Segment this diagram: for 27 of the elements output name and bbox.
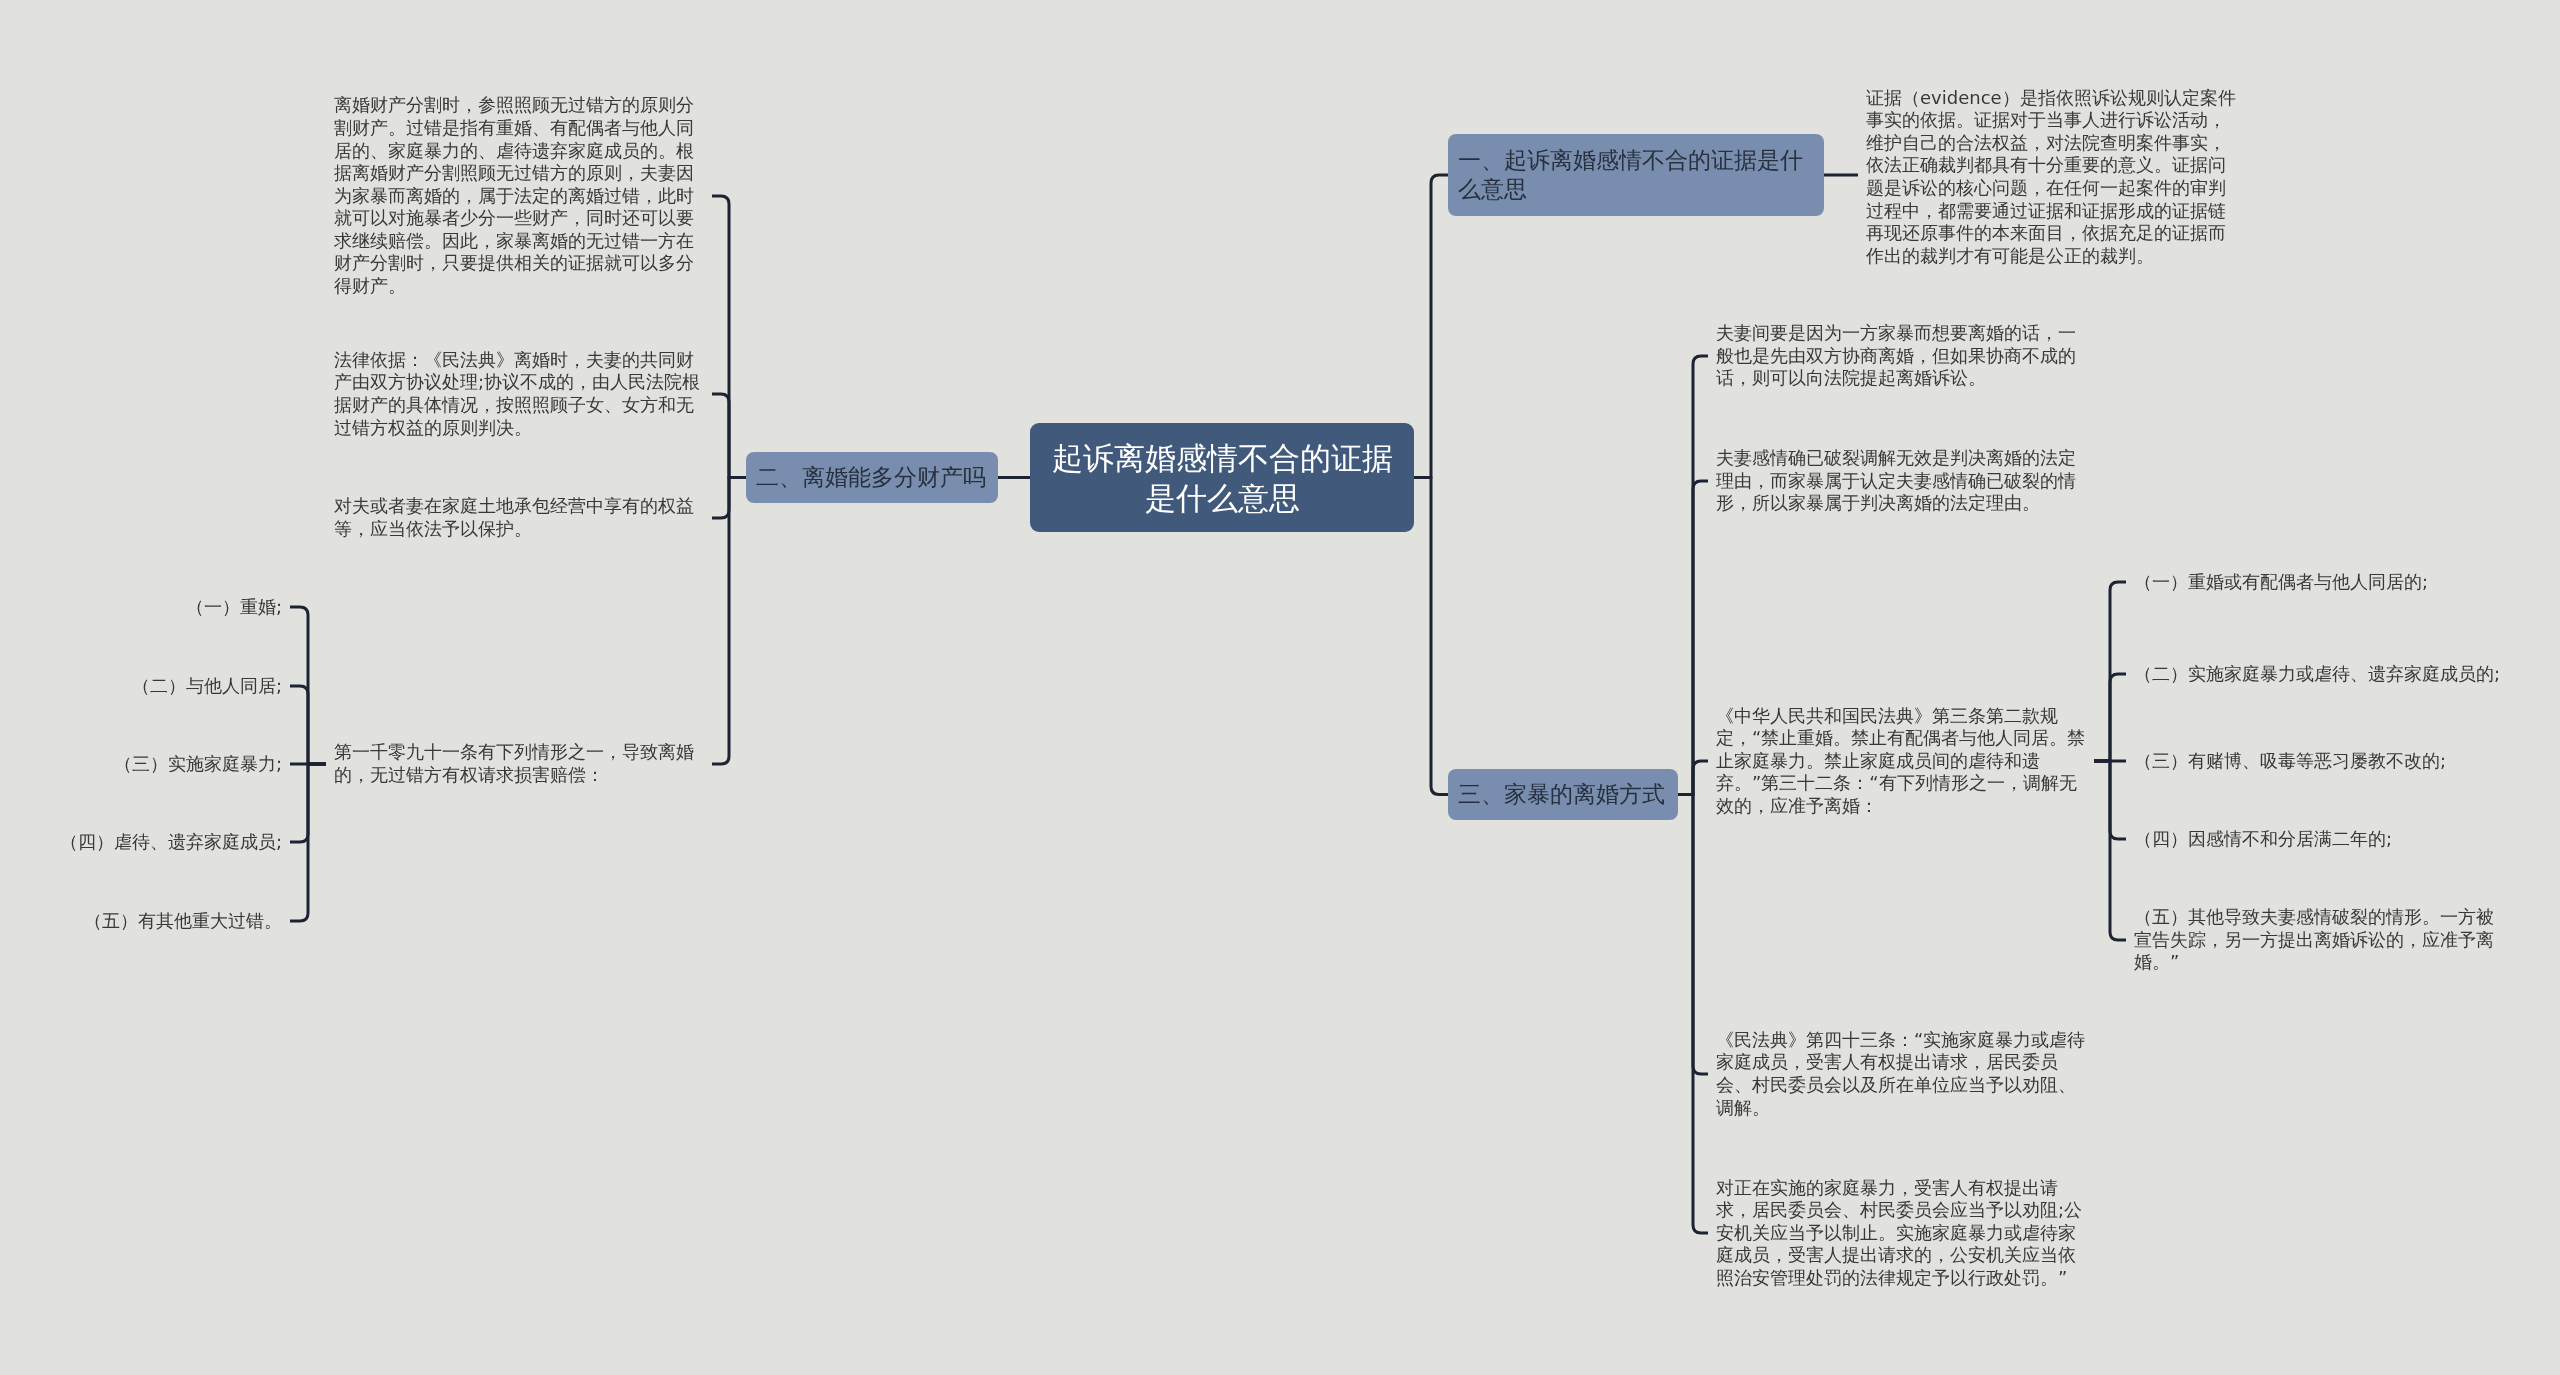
central-topic-box: 起诉离婚感情不合的证据是什么意思 [1030, 423, 1414, 532]
list-item-text: （三）实施家庭暴力; [20, 752, 290, 776]
connector-line [1678, 793, 1708, 1235]
topic-box: 二、离婚能多分财产吗 [746, 452, 998, 503]
list-item-text: （二）实施家庭暴力或虐待、遗弃家庭成员的; [2126, 662, 2512, 686]
connector-line [1824, 173, 1858, 177]
list-item-text: （一）重婚或有配偶者与他人同居的; [2126, 570, 2512, 594]
topic-box: 三、家暴的离婚方式 [1448, 769, 1678, 820]
note-text: 夫妻间要是因为一方家暴而想要离婚的话，一般也是先由双方协商离婚，但如果协商不成的话，则可以向法院提起离婚诉讼。 [1708, 322, 2094, 390]
list-item-text: （五）有其他重大过错。 [20, 909, 290, 933]
list-item-text: （四）虐待、遗弃家庭成员; [20, 830, 290, 854]
list-item-text: （三）有赌博、吸毒等恶习屡教不改的; [2126, 749, 2512, 773]
note-text: 对正在实施的家庭暴力，受害人有权提出请求，居民委员会、村民委员会应当予以劝阻;公安机关应当予以制止。实施家庭暴力或虐待家庭成员，受害人提出请求的，公安机关应当依照治安管理处罚的法律规定予以行政处罚。” [1708, 1176, 2094, 1290]
list-item-text: （一）重婚; [20, 595, 290, 619]
note-text: 夫妻感情确已破裂调解无效是判决离婚的法定理由，而家暴属于认定夫妻感情确已破裂的情形，所以家暴属于判决离婚的法定理由。 [1708, 447, 2094, 515]
note-text: 法律依据：《民法典》离婚时，夫妻的共同财产由双方协议处理;协议不成的，由人民法院根据财产的具体情况，按照照顾子女、女方和无过错方权益的原则判决。 [326, 348, 712, 440]
note-text: 证据（evidence）是指依照诉讼规则认定案件事实的依据。证据对于当事人进行诉讼活动，维护自己的合法权益，对法院查明案件事实，依法正确裁判都具有十分重要的意义。证据问题是诉讼的核心问题，在任何一起案件的审判过程中，都需要通过证据和证据形成的证据链再现还原事件的本来面目，依据充足的证据而作出的裁判才有可能是公正的裁判。 [1858, 86, 2244, 268]
list-item-text: （四）因感情不和分居满二年的; [2126, 827, 2512, 851]
note-text: 对夫或者妻在家庭土地承包经营中享有的权益等，应当依法予以保护。 [326, 495, 712, 541]
note-text: 离婚财产分割时，参照照顾无过错方的原则分割财产。过错是指有重婚、有配偶者与他人同居的、家庭暴力的、虐待遗弃家庭成员的。根据离婚财产分割照顾无过错方的原则，夫妻因为家暴而离婚的，属于法定的离婚过错，此时就可以对施暴者少分一些财产，同时还可以要求继续赔偿。因此，家暴离婚的无过错一方在财产分割时，只要提供相关的证据就可以多分得财产。 [326, 94, 712, 298]
topic-box: 一、起诉离婚感情不合的证据是什么意思 [1448, 134, 1824, 216]
note-text: 《民法典》第四十三条：“实施家庭暴力或虐待家庭成员，受害人有权提出请求，居民委员会、村民委员会以及所在单位应当予以劝阻、调解。 [1708, 1028, 2094, 1120]
connector-line [998, 476, 1030, 479]
note-text: 《中华人民共和国民法典》第三条第二款规定，“禁止重婚。禁止有配偶者与他人同居。禁止家庭暴力。禁止家庭成员间的虐待和遗弃。”第三十二条：“有下列情形之一，调解无效的，应准予离婚： [1708, 704, 2094, 818]
list-item-text: （二）与他人同居; [20, 674, 290, 698]
list-item-text: （五）其他导致夫妻感情破裂的情形。一方被宣告失踪，另一方提出离婚诉讼的，应准予离婚。” [2126, 906, 2512, 974]
note-text: 第一千零九十一条有下列情形之一，导致离婚的，无过错方有权请求损害赔偿： [326, 741, 712, 787]
